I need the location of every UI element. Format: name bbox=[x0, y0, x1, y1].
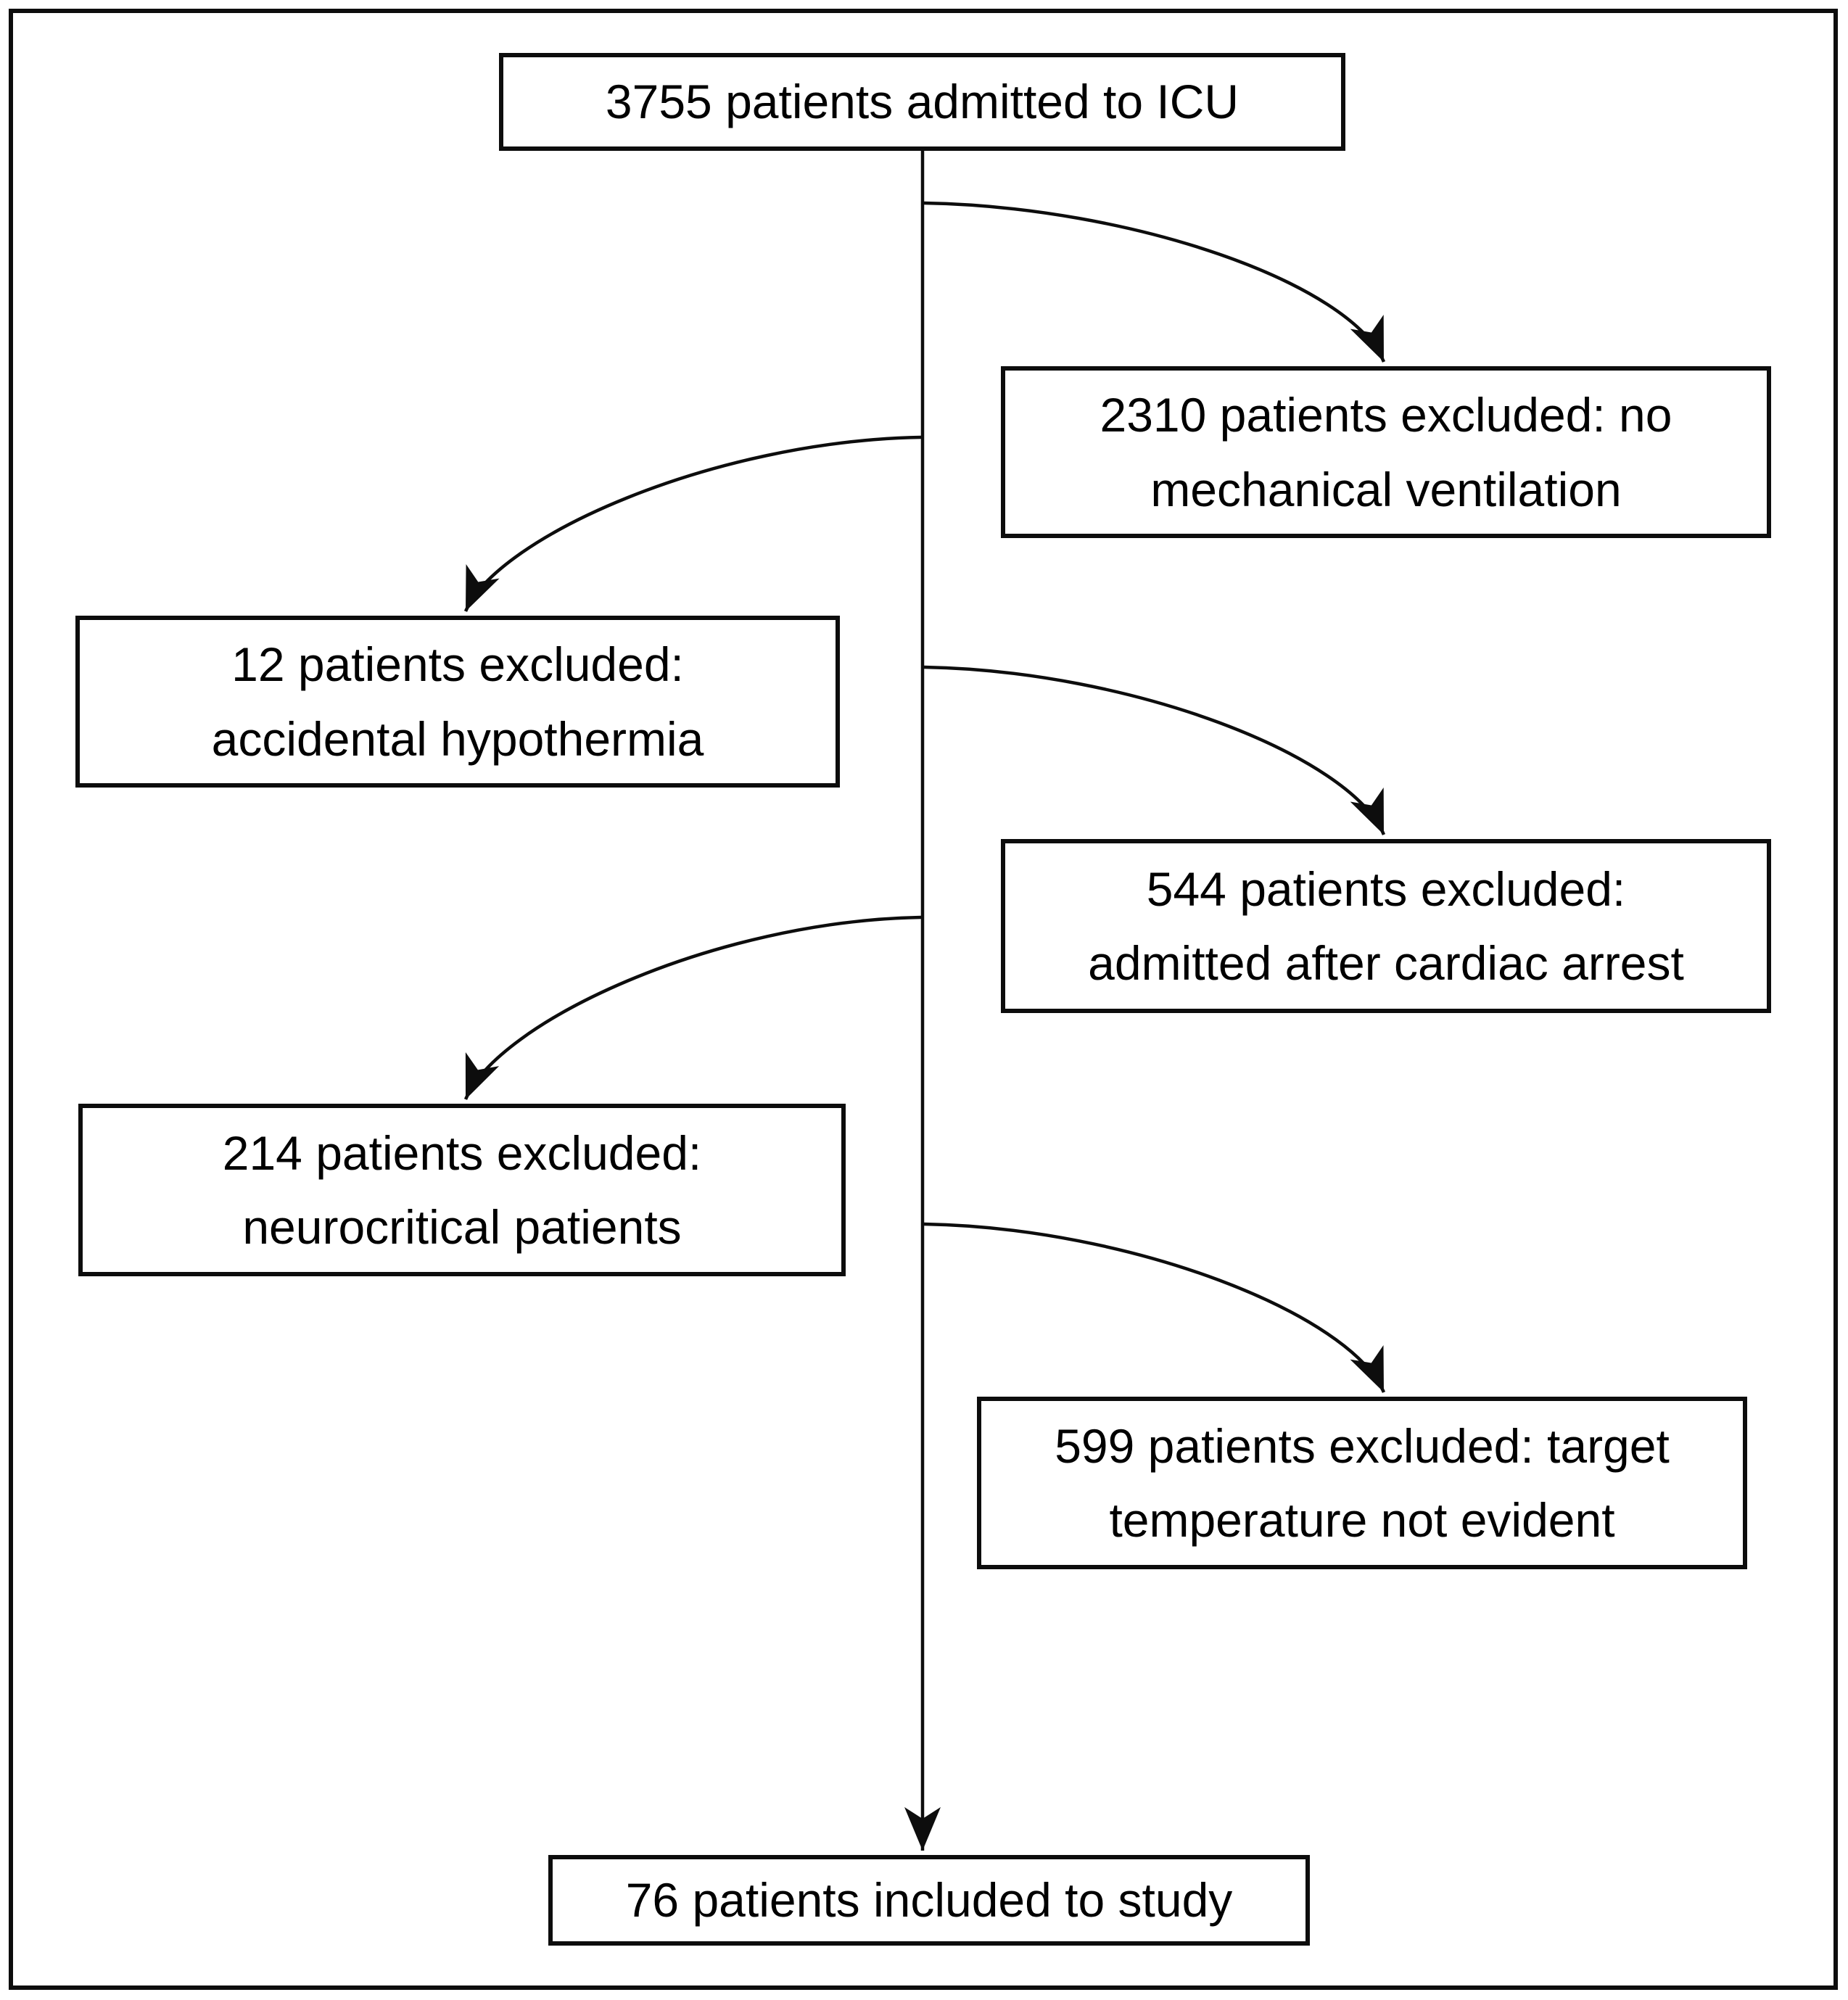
node-text-line: 2310 patients excluded: no bbox=[1100, 388, 1672, 442]
node-excluded-target-temperature-not-evident: 599 patients excluded: target temperatur… bbox=[977, 1397, 1747, 1569]
node-admitted-to-icu: 3755 patients admitted to ICU bbox=[499, 53, 1345, 151]
node-text-line: mechanical ventilation bbox=[1150, 462, 1622, 516]
node-text-line: 544 patients excluded: bbox=[1146, 861, 1626, 916]
arrow-to-no-mechanical-ventilation bbox=[923, 201, 1386, 363]
node-text-line: 3755 patients admitted to ICU bbox=[605, 75, 1239, 129]
node-included-to-study: 76 patients included to study bbox=[548, 1855, 1310, 1946]
node-text-line: temperature not evident bbox=[1109, 1493, 1615, 1547]
node-text-line: accidental hypothermia bbox=[211, 711, 704, 766]
node-text-line: neurocritical patients bbox=[242, 1200, 682, 1254]
node-text-line: admitted after cardiac arrest bbox=[1088, 936, 1684, 990]
arrow-to-accidental-hypothermia bbox=[463, 435, 922, 612]
node-text-line: 76 patients included to study bbox=[625, 1873, 1233, 1927]
node-excluded-neurocritical-patients: 214 patients excluded: neurocritical pat… bbox=[78, 1104, 846, 1276]
node-text-line: 12 patients excluded: bbox=[231, 637, 684, 692]
node-excluded-admitted-after-cardiac-arrest: 544 patients excluded: admitted after ca… bbox=[1001, 839, 1771, 1013]
node-excluded-accidental-hypothermia: 12 patients excluded: accidental hypothe… bbox=[75, 616, 840, 788]
arrow-to-neurocritical-patients bbox=[463, 915, 922, 1100]
diagram-outer-border bbox=[9, 9, 1838, 1990]
node-excluded-no-mechanical-ventilation: 2310 patients excluded: no mechanical ve… bbox=[1001, 366, 1771, 538]
arrow-to-admitted-after-cardiac-arrest bbox=[923, 665, 1386, 835]
node-text-line: 214 patients excluded: bbox=[222, 1125, 702, 1180]
node-text-line: 599 patients excluded: target bbox=[1055, 1418, 1670, 1473]
arrow-to-target-temperature-not-evident bbox=[923, 1222, 1386, 1393]
